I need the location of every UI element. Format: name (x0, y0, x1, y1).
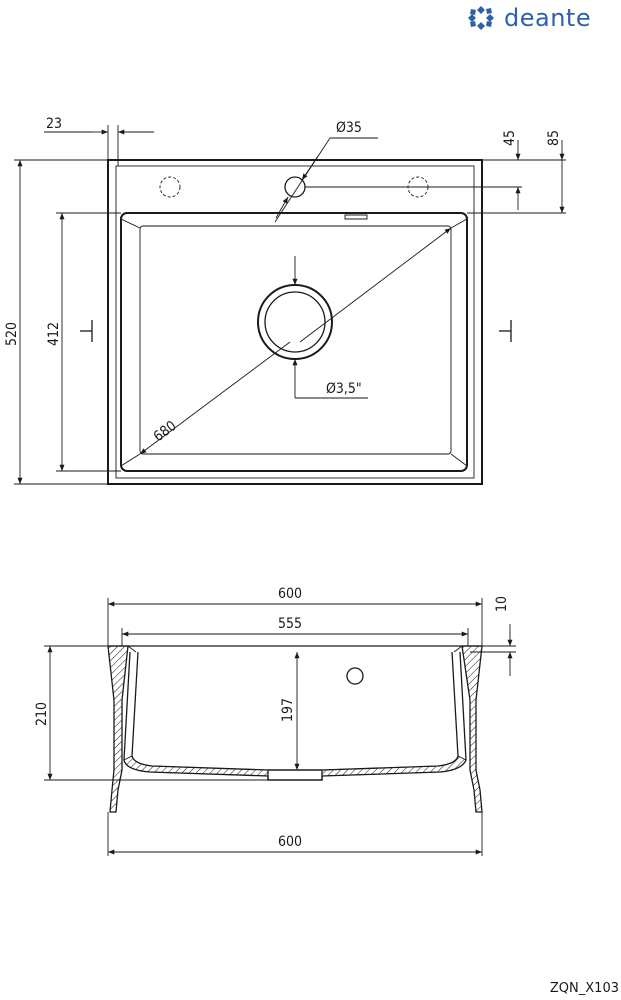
tap-hole-left (159, 176, 181, 198)
dim-overall-height: 210 (34, 702, 50, 726)
bowl-bottom-section (123, 755, 269, 777)
dim-bottom-width: 600 (278, 834, 302, 850)
drain-section (267, 769, 323, 781)
brand-name: deante (504, 4, 592, 32)
sink-outer-outline (107, 159, 483, 485)
dim-tap-hole-diameter: Ø35 (336, 120, 362, 136)
top-view: 23 Ø35 45 85 520 412 (4, 116, 566, 485)
front-section: 600 555 10 210 197 600 (34, 586, 516, 856)
dim-drain-diameter: Ø3,5" (326, 381, 362, 397)
left-wall-section (107, 645, 129, 813)
dim-bowl-offset: 85 (546, 130, 562, 146)
dim-rim-offset: 23 (46, 116, 62, 132)
drain-inner (264, 291, 326, 353)
dim-bowl-depth: 412 (46, 322, 62, 346)
overflow-hole (346, 667, 364, 685)
dim-bowl-height: 197 (280, 698, 296, 722)
dim-bowl-width: 555 (278, 616, 302, 632)
dim-tap-hole-offset: 45 (502, 130, 518, 146)
bowl-inner-outline (139, 225, 452, 455)
brand-logo: deante (462, 4, 591, 32)
dim-diagonal: 680 (151, 418, 180, 445)
overflow-slot (344, 214, 368, 220)
deante-flower-logo-icon (468, 6, 494, 30)
sink-rim-inner-outline (115, 165, 475, 479)
drawing-code: ZQN_X103 (549, 981, 619, 996)
dim-rim-height: 10 (494, 596, 510, 612)
drain-outer (257, 284, 333, 360)
right-wall-section (461, 645, 483, 813)
dim-overall-width: 600 (278, 586, 302, 602)
dim-overall-depth: 520 (4, 322, 20, 346)
bowl-outer-outline (120, 212, 468, 472)
